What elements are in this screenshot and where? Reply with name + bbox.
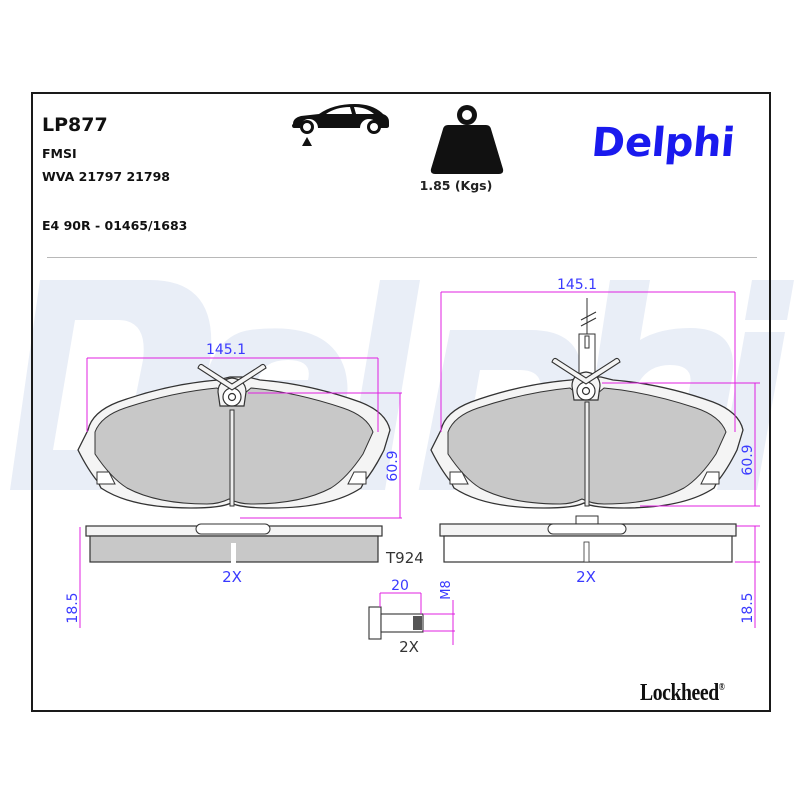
right-pad-dimensions bbox=[440, 291, 760, 628]
bolt-thread-dim: M8 bbox=[439, 580, 454, 600]
drawing-frame bbox=[31, 92, 771, 712]
bolt-drawing bbox=[368, 606, 424, 640]
bolt-code: T924 bbox=[385, 549, 424, 567]
right-pad-front-view bbox=[430, 298, 744, 509]
fmsi-label: FMSI bbox=[42, 146, 77, 161]
bolt-dimensions bbox=[379, 592, 455, 645]
left-width-dim: 145.1 bbox=[206, 342, 246, 358]
part-number: LP877 bbox=[42, 114, 108, 136]
right-pad-side-view bbox=[439, 515, 737, 563]
lockheed-logo: Lockheed® bbox=[640, 680, 725, 707]
weight-value: 1.85 (Kgs) bbox=[419, 178, 493, 193]
right-width-dim: 145.1 bbox=[557, 277, 597, 293]
bolt-length-dim: 20 bbox=[391, 578, 409, 594]
registered-mark: ® bbox=[718, 682, 725, 693]
header-divider bbox=[47, 257, 757, 258]
right-thickness-dim: 18.5 bbox=[740, 592, 756, 623]
left-pad-side-view bbox=[85, 523, 383, 563]
left-thickness-dim: 18.5 bbox=[65, 592, 81, 623]
car-front-axle-icon bbox=[292, 104, 389, 146]
weight-icon bbox=[430, 105, 504, 174]
right-qty: 2X bbox=[576, 568, 596, 586]
left-qty: 2X bbox=[222, 568, 242, 586]
wva-numbers: WVA 21797 21798 bbox=[42, 169, 170, 184]
approval-number: E4 90R - 01465/1683 bbox=[42, 218, 188, 233]
left-pad-front-view bbox=[77, 363, 391, 509]
right-height-dim: 60.9 bbox=[740, 444, 756, 475]
lockheed-text: Lockheed bbox=[640, 680, 719, 706]
bolt-qty: 2X bbox=[399, 638, 419, 656]
left-pad-dimensions bbox=[79, 357, 402, 628]
left-height-dim: 60.9 bbox=[385, 450, 401, 481]
